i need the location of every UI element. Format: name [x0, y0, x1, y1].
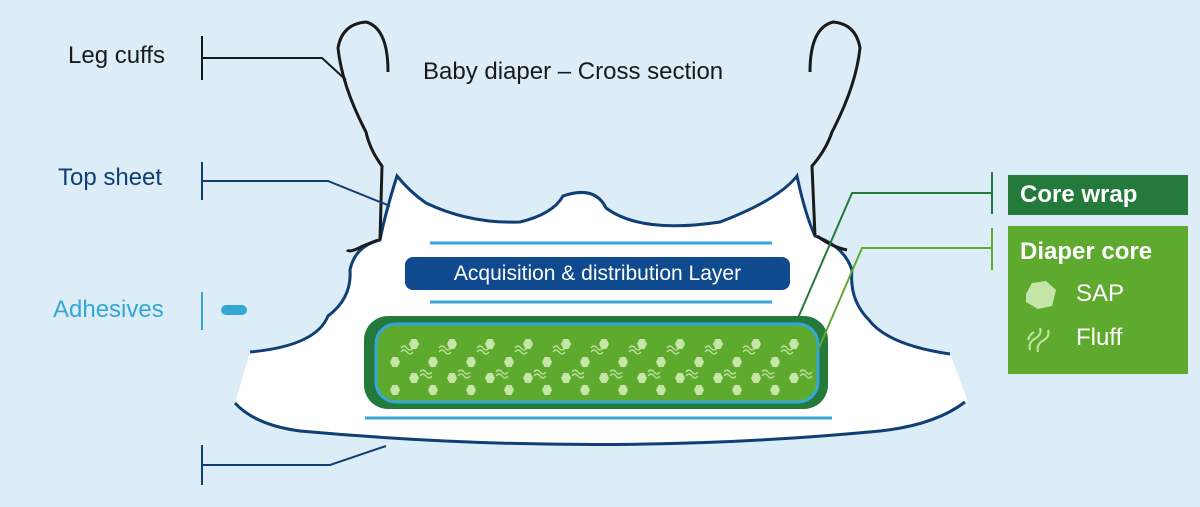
sap-particle: [694, 357, 704, 367]
sap-particle: [561, 373, 571, 383]
sap-particle: [523, 373, 533, 383]
adl-label: Acquisition & distribution Layer: [453, 261, 742, 285]
sap-particle: [675, 373, 685, 383]
fluff-fiber: [571, 369, 585, 379]
sap-particle: [656, 385, 666, 395]
fluff-fiber: [761, 369, 775, 379]
sap-particle: [732, 385, 742, 395]
sap-particle: [713, 373, 723, 383]
sap-particle: [466, 385, 476, 395]
leg-cuffs-label: Leg cuffs: [68, 42, 165, 69]
sap-particle: [694, 385, 704, 395]
sap-particle: [561, 339, 571, 349]
sap-particle-icon: [1026, 281, 1056, 309]
sap-particle: [542, 385, 552, 395]
fluff-fiber: [495, 369, 509, 379]
leader-diaper-core: [817, 247, 992, 351]
sap-particle: [447, 373, 457, 383]
sap-label: SAP: [1076, 280, 1125, 307]
fluff-fiber: [609, 369, 623, 379]
fluff-fiber-icon: [1027, 327, 1050, 353]
fluff-fiber: [457, 369, 471, 379]
sap-particle: [599, 373, 609, 383]
diagram-title: Baby diaper – Cross section: [423, 58, 724, 85]
core-particles: [390, 339, 813, 395]
sap-particle: [618, 385, 628, 395]
back-sheet: [233, 400, 966, 446]
sap-particle: [637, 373, 647, 383]
sap-particle: [789, 373, 799, 383]
sap-particle: [409, 373, 419, 383]
sap-particle: [618, 357, 628, 367]
top-sheet-label: Top sheet: [58, 164, 163, 191]
adl-label-box: Acquisition & distribution Layer: [405, 257, 790, 290]
sap-particle: [466, 357, 476, 367]
fluff-fiber: [400, 345, 414, 355]
sap-particle: [485, 339, 495, 349]
fluff-fiber: [533, 369, 547, 379]
core-wrap-legend: Core wrap: [1008, 175, 1188, 215]
fluff-fiber: [799, 369, 813, 379]
diaper-core-label: Diaper core: [1020, 238, 1153, 265]
fluff-fiber: [742, 345, 756, 355]
diaper-core-legend: Diaper core SAP Fluff: [1008, 226, 1188, 374]
sap-particle: [713, 339, 723, 349]
fluff-fiber: [438, 345, 452, 355]
sap-particle: [428, 357, 438, 367]
diaper-core: [374, 322, 820, 404]
core-wrap-label: Core wrap: [1020, 181, 1138, 208]
fluff-fiber: [590, 345, 604, 355]
sap-particle: [770, 385, 780, 395]
fluff-label: Fluff: [1076, 324, 1123, 351]
sap-particle: [751, 339, 761, 349]
leader-core-wrap: [797, 192, 992, 319]
leader-leg-cuffs: [202, 57, 347, 81]
fluff-fiber: [723, 369, 737, 379]
leg-cuff-right: [808, 20, 862, 252]
fluff-fiber: [647, 369, 661, 379]
fluff-fiber: [514, 345, 528, 355]
sap-particle: [390, 385, 400, 395]
sap-particle: [599, 339, 609, 349]
sap-particle: [732, 357, 742, 367]
sap-particle: [789, 339, 799, 349]
sap-particle: [675, 339, 685, 349]
sap-particle: [580, 357, 590, 367]
fluff-fiber: [666, 345, 680, 355]
sap-particle: [504, 385, 514, 395]
fluff-fiber: [552, 345, 566, 355]
leg-cuff-left: [336, 20, 390, 253]
sap-particle: [447, 339, 457, 349]
fluff-fiber: [419, 369, 433, 379]
sap-particle: [390, 357, 400, 367]
leader-top-sheet: [202, 180, 391, 207]
sap-particle: [542, 357, 552, 367]
fluff-fiber: [628, 345, 642, 355]
leader-back-sheet: [202, 445, 387, 466]
fluff-fiber: [685, 369, 699, 379]
top-sheet-outline: [249, 172, 951, 356]
adhesive-dash: [221, 305, 247, 315]
sap-particle: [523, 339, 533, 349]
sap-particle: [428, 385, 438, 395]
sap-particle: [637, 339, 647, 349]
sap-particle: [504, 357, 514, 367]
adhesives-label: Adhesives: [53, 296, 164, 323]
sap-particle: [751, 373, 761, 383]
sap-particle: [485, 373, 495, 383]
fluff-fiber: [476, 345, 490, 355]
fluff-fiber: [780, 345, 794, 355]
sap-particle: [770, 357, 780, 367]
sap-particle: [656, 357, 666, 367]
fluff-fiber: [704, 345, 718, 355]
sap-particle: [580, 385, 590, 395]
sap-particle: [409, 339, 419, 349]
